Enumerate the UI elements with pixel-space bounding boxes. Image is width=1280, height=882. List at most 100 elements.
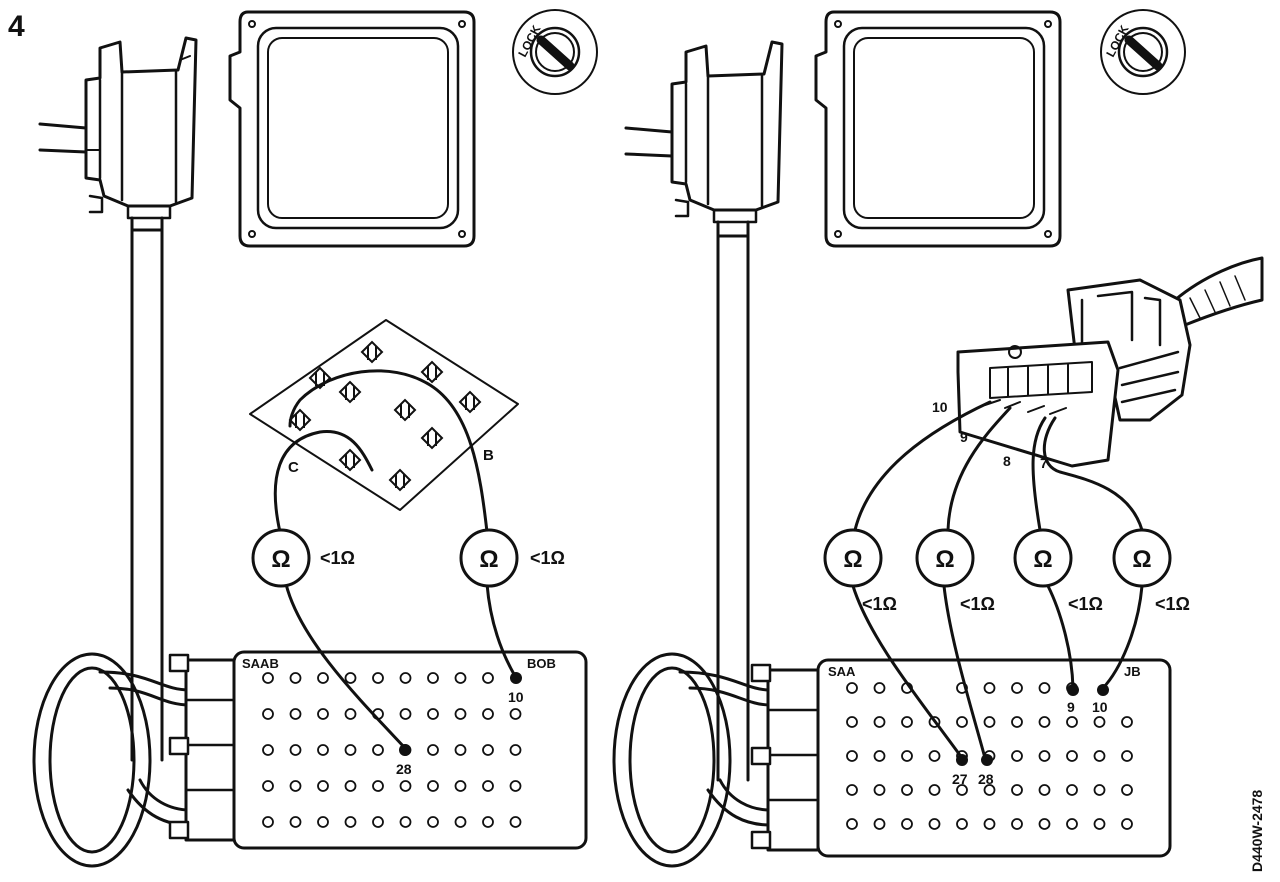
pin-hole [427,816,439,828]
pin-hole [344,780,357,792]
relay-terminal [420,426,444,450]
pin-hole [1093,818,1106,830]
pin-hole [482,744,494,756]
pin-hole [454,744,467,756]
pin-label-28: 28 [978,771,994,787]
pin-hole [262,744,274,756]
relay-terminal [338,380,362,404]
pin-hole [1121,784,1133,796]
probe-pin-28 [399,744,411,756]
ohmmeter-1: Ω <1Ω [823,528,897,614]
probe-pin-10 [510,672,522,684]
ohmmeter-4: Ω <1Ω [1112,528,1190,614]
resistance-reading: <1Ω [862,594,897,614]
control-unit-connector [38,36,198,220]
pin-hole [399,672,412,684]
probe-pin-28 [981,754,993,766]
terminal-c-label: C [288,459,299,476]
pin-holes [262,672,522,828]
pin-hole [901,818,913,830]
pin-hole [1011,682,1023,694]
test-leads [851,400,1144,760]
connector-pin-10: 10 [932,399,948,415]
ohmmeter-b: Ω <1Ω [459,528,565,588]
ohmmeter-2: Ω <1Ω [915,528,995,614]
pin-hole [1121,750,1133,762]
box-label: BOB [527,656,556,671]
pin-hole [1011,818,1023,830]
pin-hole [289,708,302,720]
pin-hole [901,716,913,728]
pin-hole [956,784,968,796]
pin-hole [262,780,274,792]
resistance-reading: <1Ω [1068,594,1103,614]
pin-hole [928,784,941,796]
resistance-reading: <1Ω [530,548,565,568]
pin-hole [372,816,384,828]
pin-hole [1066,750,1078,762]
ohm-symbol: Ω [1033,546,1052,573]
pin-hole [399,708,412,720]
harness-cable [612,220,772,868]
pin-hole [399,816,412,828]
box-brand: SAA [828,664,856,679]
pin-hole [372,672,384,684]
pin-hole [317,780,329,792]
pin-hole [289,780,302,792]
pin-hole [482,672,494,684]
pin-hole [1011,784,1023,796]
pin-hole [846,784,858,796]
pin-hole [873,716,886,728]
relay-terminal [288,408,312,432]
box-label: JB [1124,664,1141,679]
pin-hole [1038,784,1051,796]
relay-terminal [338,448,362,472]
pin-hole [262,708,274,720]
resistance-reading: <1Ω [1155,594,1190,614]
ignition-lock-icon: LOCK [512,9,598,95]
bob-side-connectors [168,653,238,842]
pin-hole [901,784,913,796]
pin-hole [1066,716,1078,728]
pin-hole [262,816,274,828]
relay-terminal [458,390,482,414]
pin-holes [846,682,1133,830]
pin-hole [1011,750,1023,762]
relay-base: C B [249,319,519,511]
pin-hole [482,708,494,720]
pin-hole [454,780,467,792]
probe-pin-9 [1067,684,1079,696]
pin-hole [873,784,886,796]
pin-hole [846,716,858,728]
pin-hole [454,672,467,684]
relay-terminal [388,468,412,492]
probe-pin-27 [956,754,968,766]
pin-hole [1093,716,1106,728]
pin-hole [289,816,302,828]
pin-hole [1038,716,1051,728]
pin-hole [262,672,274,684]
pin-hole [454,816,467,828]
reference-code: D440W-2478 [1249,790,1265,872]
pin-hole [1066,784,1078,796]
relay-terminal [420,360,444,384]
ohmmeter-c: Ω <1Ω [251,528,355,588]
pin-hole [983,818,996,830]
ohmmeter-3: Ω <1Ω [1013,528,1103,614]
relay-terminal [393,398,417,422]
pin-hole [873,682,886,694]
pin-hole [1038,818,1051,830]
pin-hole [1093,750,1106,762]
pin-hole [928,818,941,830]
component-connector-plug [956,256,1264,468]
pin-hole [846,682,858,694]
ohm-symbol: Ω [479,546,498,573]
step-number: 4 [8,10,25,43]
pin-hole [1121,716,1133,728]
pin-hole [1038,750,1051,762]
pin-hole [344,744,357,756]
left-panel: LOCK SAAB BOB [32,9,598,868]
ignition-lock-icon: LOCK [1100,9,1186,95]
pin-hole [1121,818,1133,830]
